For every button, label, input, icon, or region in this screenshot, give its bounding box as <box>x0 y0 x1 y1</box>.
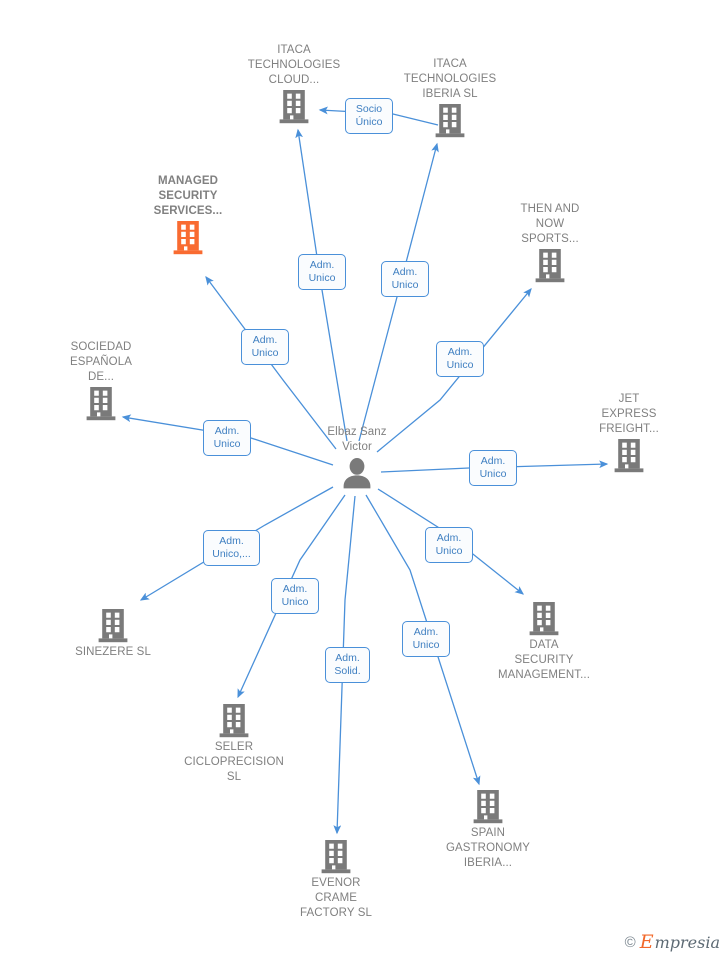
node-person[interactable]: Elbaz Sanz Victor <box>287 425 427 489</box>
edge-label-e-itaca-cloud[interactable]: Adm. Unico <box>298 254 346 290</box>
edge-label-e-socio-unico[interactable]: Socio Único <box>345 98 393 134</box>
edge-label-e-sociedad-espanola[interactable]: Adm. Unico <box>203 420 251 456</box>
edge-e-managed-security[interactable] <box>205 275 337 450</box>
node-label-seler-ciclo: SELER CICLOPRECISION SL <box>184 741 284 783</box>
node-label-spain-gastronomy: SPAIN GASTRONOMY IBERIA... <box>445 827 531 869</box>
edge-e-spain-gastronomy[interactable] <box>365 494 481 786</box>
node-seler-ciclo[interactable]: SELER CICLOPRECISION SL <box>164 704 304 785</box>
node-itaca-cloud[interactable]: ITACA TECHNOLOGIES CLOUD... <box>224 43 364 124</box>
building-icon[interactable] <box>164 704 304 738</box>
node-label-evenor-crame: EVENOR CRAME FACTORY SL <box>300 877 372 919</box>
node-label-sinezere: SINEZERE SL <box>75 646 151 658</box>
edge-e-itaca-cloud[interactable] <box>295 128 348 442</box>
person-icon[interactable] <box>287 457 427 489</box>
node-label-person: Elbaz Sanz Victor <box>327 426 387 453</box>
node-jet-express[interactable]: JET EXPRESS FREIGHT... <box>559 392 699 473</box>
edge-label-e-itaca-iberia[interactable]: Adm. Unico <box>381 261 429 297</box>
edge-label-e-data-security[interactable]: Adm. Unico <box>425 527 473 563</box>
brand-name: mpresia <box>654 932 720 952</box>
edge-e-sinezere[interactable] <box>139 486 334 601</box>
node-label-data-security: DATA SECURITY MANAGEMENT... <box>497 639 591 681</box>
building-icon[interactable] <box>43 609 183 643</box>
node-label-itaca-cloud: ITACA TECHNOLOGIES CLOUD... <box>247 44 341 86</box>
building-icon[interactable] <box>118 221 258 255</box>
edge-label-e-evenor-crame[interactable]: Adm. Solid. <box>325 647 370 683</box>
node-label-managed-security: MANAGED SECURITY SERVICES... <box>153 175 223 217</box>
building-icon[interactable] <box>380 104 520 138</box>
node-data-security[interactable]: DATA SECURITY MANAGEMENT... <box>474 602 614 683</box>
edge-label-e-managed-security[interactable]: Adm. Unico <box>241 329 289 365</box>
node-label-sociedad-espanola: SOCIEDAD ESPAÑOLA DE... <box>70 341 132 383</box>
edge-e-then-and-now[interactable] <box>376 287 532 453</box>
edge-label-e-jet-express[interactable]: Adm. Unico <box>469 450 517 486</box>
building-icon[interactable] <box>266 840 406 874</box>
node-then-and-now[interactable]: THEN AND NOW SPORTS... <box>480 202 620 283</box>
edge-e-seler-ciclo[interactable] <box>237 494 346 699</box>
brand-initial: E <box>639 931 654 953</box>
edge-label-e-seler-ciclo[interactable]: Adm. Unico <box>271 578 319 614</box>
building-icon[interactable] <box>418 790 558 824</box>
node-sociedad-espanola[interactable]: SOCIEDAD ESPAÑOLA DE... <box>31 340 171 421</box>
node-itaca-iberia[interactable]: ITACA TECHNOLOGIES IBERIA SL <box>380 57 520 138</box>
edge-label-e-spain-gastronomy[interactable]: Adm. Unico <box>402 621 450 657</box>
building-icon[interactable] <box>224 90 364 124</box>
building-icon[interactable] <box>474 602 614 636</box>
edge-e-evenor-crame[interactable] <box>333 495 356 835</box>
building-icon[interactable] <box>31 387 171 421</box>
edge-e-socio-unico[interactable] <box>318 106 439 126</box>
edge-label-e-sinezere[interactable]: Adm. Unico,... <box>203 530 260 566</box>
node-label-itaca-iberia: ITACA TECHNOLOGIES IBERIA SL <box>403 58 497 100</box>
edge-e-itaca-iberia[interactable] <box>358 142 439 442</box>
node-managed-security[interactable]: MANAGED SECURITY SERVICES... <box>118 174 258 255</box>
edge-e-sociedad-espanola[interactable] <box>121 414 334 466</box>
node-spain-gastronomy[interactable]: SPAIN GASTRONOMY IBERIA... <box>418 790 558 871</box>
building-icon[interactable] <box>480 249 620 283</box>
edge-label-e-then-and-now[interactable]: Adm. Unico <box>436 341 484 377</box>
node-sinezere[interactable]: SINEZERE SL <box>43 609 183 660</box>
node-evenor-crame[interactable]: EVENOR CRAME FACTORY SL <box>266 840 406 921</box>
copyright-icon: © <box>624 934 636 951</box>
building-icon[interactable] <box>559 439 699 473</box>
node-label-then-and-now: THEN AND NOW SPORTS... <box>520 203 580 245</box>
node-label-jet-express: JET EXPRESS FREIGHT... <box>599 393 659 435</box>
watermark: © E mpresia <box>625 933 720 952</box>
